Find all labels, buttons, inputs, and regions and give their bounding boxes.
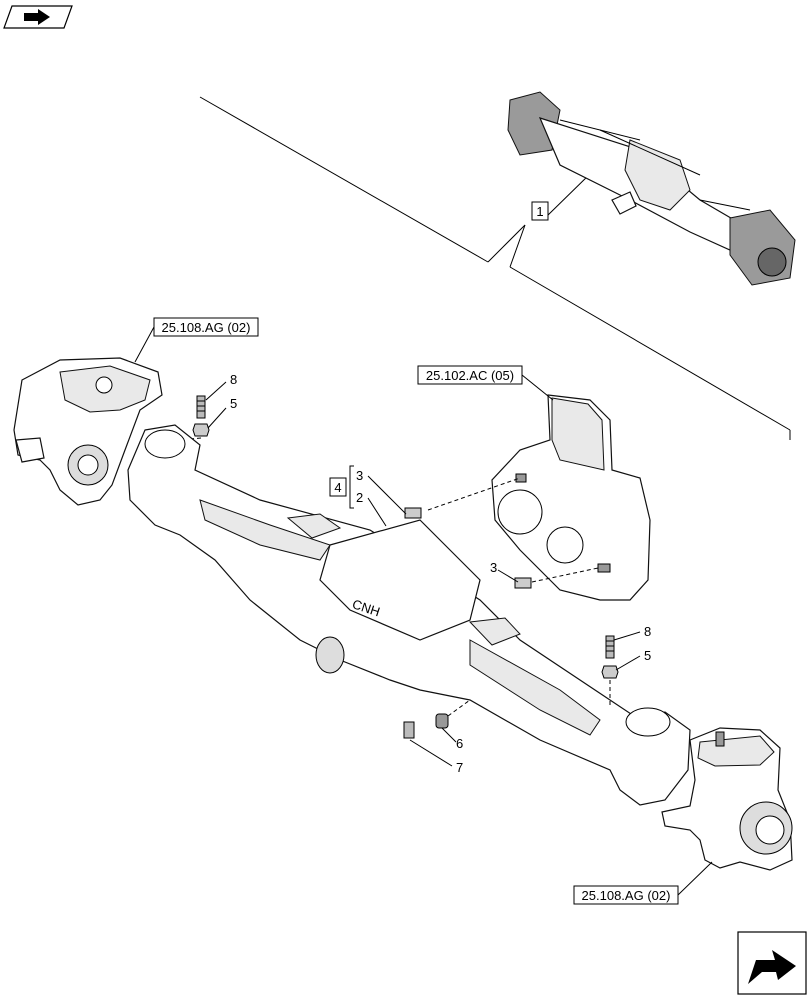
nut-upper-left <box>192 423 210 437</box>
left-steering-knuckle <box>13 357 163 506</box>
svg-text:1: 1 <box>536 204 543 219</box>
nut-right <box>601 665 619 679</box>
svg-text:6: 6 <box>456 736 463 751</box>
stud-upper-left <box>196 395 206 419</box>
overview-leader-lines <box>199 96 791 440</box>
svg-text:4: 4 <box>334 480 341 495</box>
svg-text:2: 2 <box>356 490 363 505</box>
right-steering-knuckle <box>661 727 793 871</box>
ref-box-knuckle-left[interactable]: 25.108.AG (02) <box>153 317 259 337</box>
next-page-arrow-icon[interactable] <box>737 931 807 995</box>
grease-fitting <box>403 721 415 739</box>
svg-text:25.108.AG (02): 25.108.AG (02) <box>162 320 251 335</box>
plug <box>435 713 449 729</box>
svg-text:5: 5 <box>644 648 651 663</box>
assembly-item-box: 1 <box>531 201 549 221</box>
svg-text:8: 8 <box>230 372 237 387</box>
axle-beam <box>127 424 691 806</box>
axle-assembly-thumbnail <box>507 91 796 286</box>
svg-text:5: 5 <box>230 396 237 411</box>
kit-item-box: 4 <box>329 477 347 497</box>
stud-right <box>605 635 615 659</box>
svg-text:25.102.AC (05): 25.102.AC (05) <box>426 368 514 383</box>
differential-carrier <box>427 394 651 601</box>
svg-text:8: 8 <box>644 624 651 639</box>
svg-text:25.108.AG (02): 25.108.AG (02) <box>582 888 671 903</box>
svg-text:3: 3 <box>490 560 497 575</box>
svg-text:7: 7 <box>456 760 463 775</box>
ref-box-differential[interactable]: 25.102.AC (05) <box>417 365 523 385</box>
svg-text:3: 3 <box>356 468 363 483</box>
book-arrow-icon[interactable] <box>3 5 73 29</box>
ref-box-knuckle-right[interactable]: 25.108.AG (02) <box>573 885 679 905</box>
